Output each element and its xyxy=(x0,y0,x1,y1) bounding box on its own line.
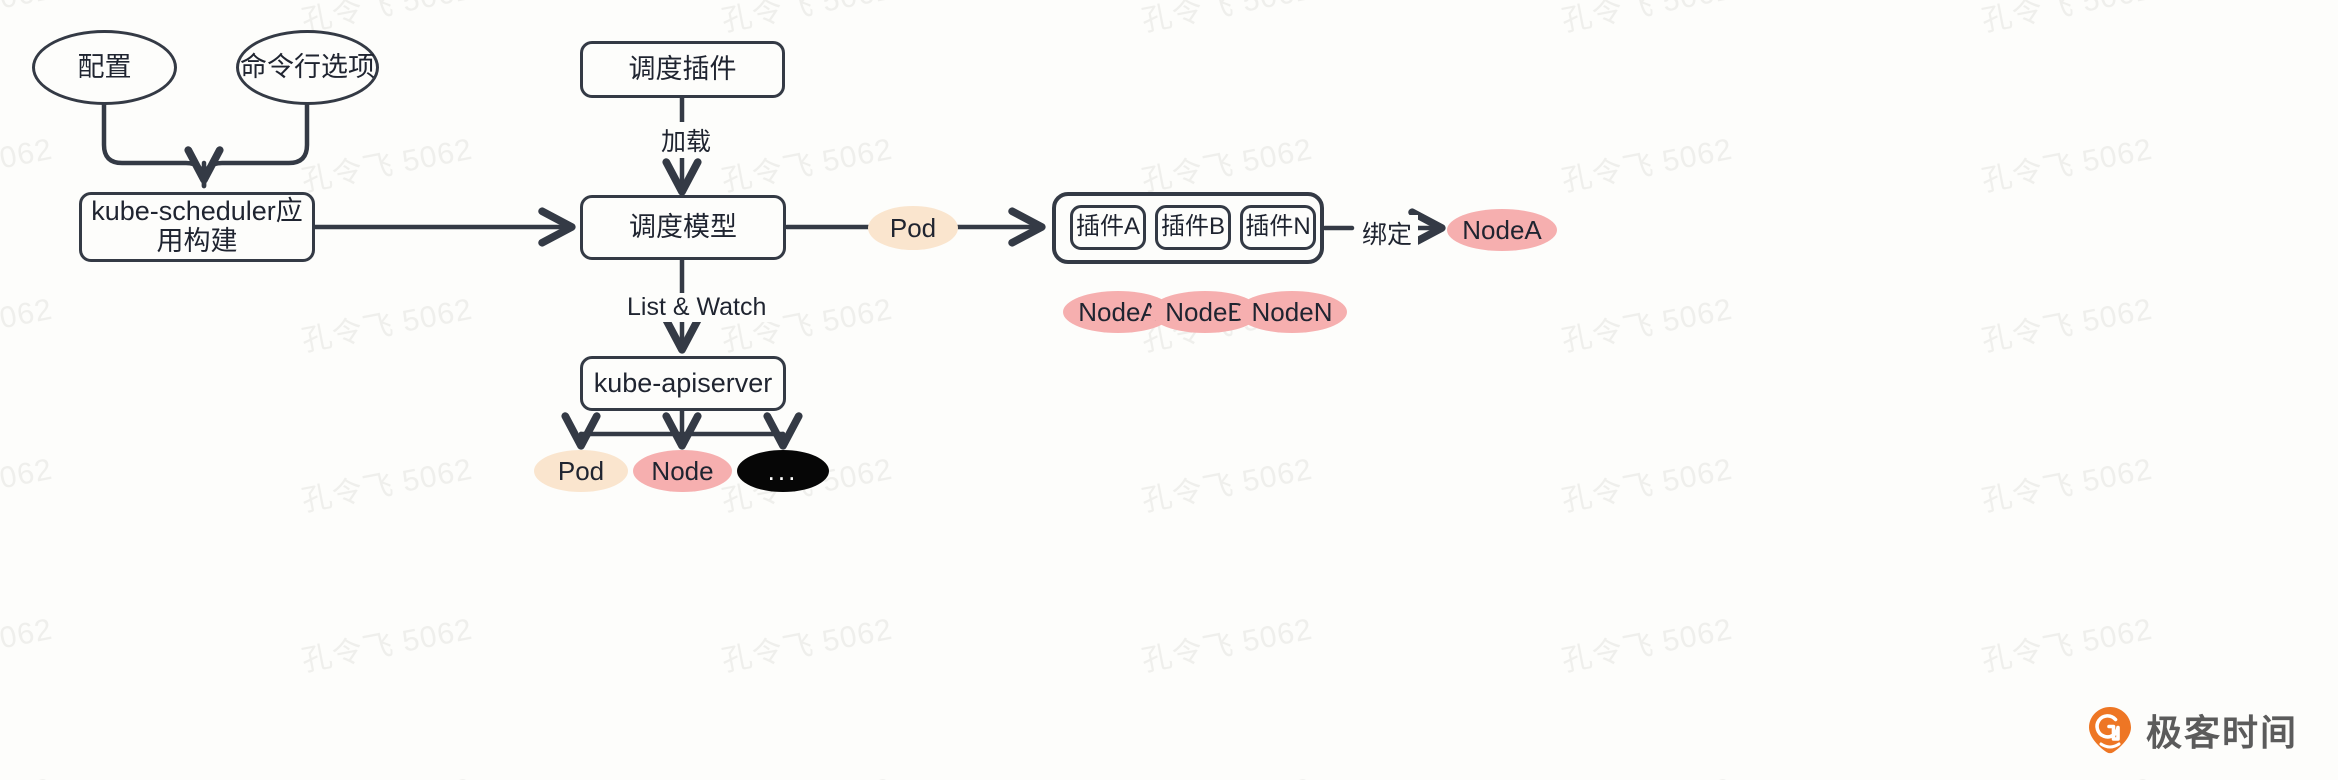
node-plugin-n[interactable]: 插件N xyxy=(1240,205,1316,250)
edge-label-bind: 绑定 xyxy=(1356,215,1419,251)
node-app-build[interactable]: kube-scheduler应用构建 xyxy=(79,192,315,262)
node-resource-pod-label: Pod xyxy=(557,455,605,486)
node-plugin-n-label: 插件N xyxy=(1245,213,1311,241)
node-resource-node-label: Node xyxy=(651,455,714,486)
node-resource-etc[interactable]: ... xyxy=(737,450,829,492)
node-plugin-a-label: 插件A xyxy=(1075,213,1140,241)
node-resource-etc-label: ... xyxy=(767,455,799,486)
node-pool-b-label: NodeB xyxy=(1165,296,1245,327)
edge-label-load: 加载 xyxy=(655,122,718,158)
node-config[interactable]: 配置 xyxy=(32,30,177,105)
brand-logo: 极客时间 xyxy=(2088,704,2298,756)
geektime-pin-icon xyxy=(2088,707,2131,754)
node-plugin-b-label: 插件B xyxy=(1160,213,1225,241)
node-kube-apiserver-label: kube-apiserver xyxy=(593,367,773,398)
node-cli-options[interactable]: 命令行选项 xyxy=(236,30,379,105)
node-pool-b[interactable]: NodeB xyxy=(1150,291,1260,333)
node-bound-nodea-label: NodeA xyxy=(1462,214,1542,245)
node-pool-n[interactable]: NodeN xyxy=(1237,291,1347,333)
node-scheduler-plugin[interactable]: 调度插件 xyxy=(580,41,785,98)
node-bound-nodea[interactable]: NodeA xyxy=(1447,209,1557,251)
edge-label-list-watch: List & Watch xyxy=(621,293,773,322)
node-cli-options-label: 命令行选项 xyxy=(240,51,375,82)
node-kube-apiserver[interactable]: kube-apiserver xyxy=(580,356,786,411)
node-plugin-a[interactable]: 插件A xyxy=(1070,205,1146,250)
node-scheduler-plugin-label: 调度插件 xyxy=(628,53,737,84)
node-pool-n-label: NodeN xyxy=(1251,296,1333,327)
node-scheduler-model-label: 调度模型 xyxy=(629,211,737,242)
node-scheduler-model[interactable]: 调度模型 xyxy=(580,195,786,260)
node-config-label: 配置 xyxy=(77,51,132,82)
node-pod-flow-label: Pod xyxy=(889,212,937,243)
node-pool-a-label: NodeA xyxy=(1078,296,1158,327)
node-pod-flow[interactable]: Pod xyxy=(868,206,958,250)
brand-name: 极客时间 xyxy=(2145,712,2298,753)
node-app-build-label: kube-scheduler应用构建 xyxy=(91,196,303,256)
node-plugin-b[interactable]: 插件B xyxy=(1155,205,1231,250)
node-resource-node[interactable]: Node xyxy=(633,450,732,492)
node-resource-pod[interactable]: Pod xyxy=(534,450,628,492)
